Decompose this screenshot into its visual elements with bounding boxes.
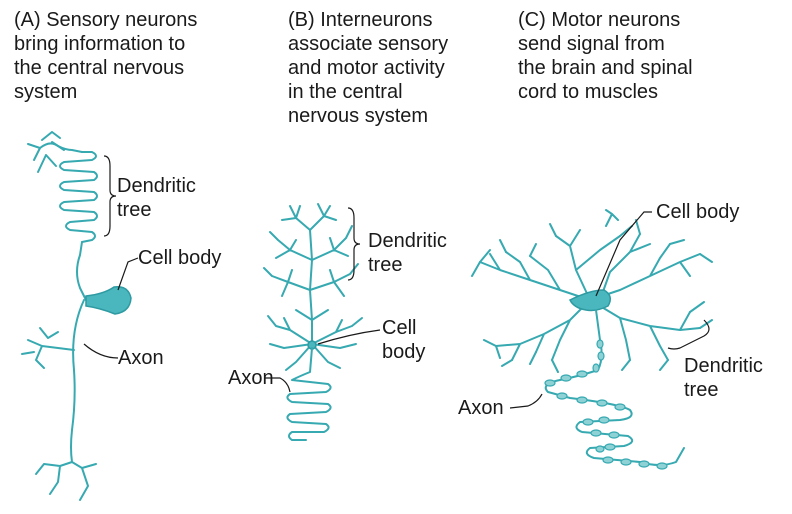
motor-neuron <box>471 209 713 470</box>
caption-motor-neurons: (C) Motor neurons send signal from the b… <box>518 9 693 103</box>
label-axon-a: Axon <box>118 347 164 369</box>
axon-beads <box>544 339 668 470</box>
interneuron <box>263 203 363 441</box>
label-cell-body-a: Cell body <box>138 247 221 269</box>
sensory-neuron <box>21 131 132 501</box>
cell-body-leader-b <box>317 329 381 345</box>
axon-leader-b <box>264 377 291 393</box>
axon-leader-a <box>83 343 119 359</box>
label-cell-body-c: Cell body <box>656 201 739 223</box>
sensory-cell-body <box>85 285 132 315</box>
axon-leader-c <box>509 393 543 409</box>
label-axon-c: Axon <box>458 397 504 419</box>
label-axon-b: Axon <box>228 367 274 389</box>
caption-interneurons: (B) Interneurons associate sensory and m… <box>288 9 449 127</box>
motor-cell-body <box>568 289 611 312</box>
dendritic-tree-bracket-b <box>347 207 361 281</box>
caption-sensory-neurons: (A) Sensory neurons bring information to… <box>14 9 198 103</box>
cell-body-leader-a <box>117 257 139 291</box>
dendritic-tree-bracket-a <box>103 155 117 237</box>
dendritic-tree-bracket-c <box>667 319 710 350</box>
cell-body-leader-c <box>595 211 652 297</box>
